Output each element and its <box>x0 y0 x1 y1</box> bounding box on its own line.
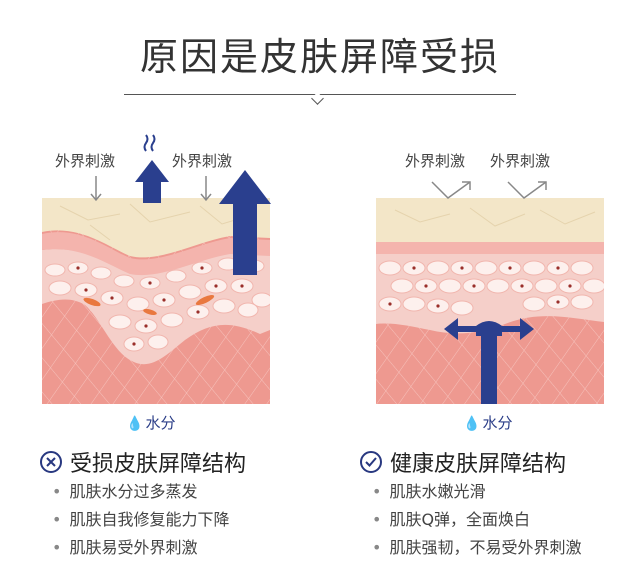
right-deflected-arrows <box>431 181 547 199</box>
left-stimulus-label-2: 外界刺激 <box>172 152 233 170</box>
left-stimulus-label-1: 外界刺激 <box>55 152 116 170</box>
list-item: 肌肤水分过多蒸发 <box>52 478 229 506</box>
evaporation-icon <box>143 134 156 152</box>
right-stimulus-label-2: 外界刺激 <box>490 152 551 170</box>
list-item: 肌肤自我修复能力下降 <box>52 506 229 534</box>
right-stimulus-label-1: 外界刺激 <box>405 152 466 170</box>
water-loss-arrows <box>135 160 271 275</box>
left-skin-block <box>42 198 270 404</box>
page-title: 原因是皮肤屏障受损 <box>139 35 500 79</box>
left-stimulus-arrows <box>90 176 212 202</box>
left-water-label: 💧水分 <box>126 414 176 432</box>
right-bullet-list: 肌肤水嫩光滑 肌肤Q弹，全面焕白 肌肤强韧，不易受外界刺激 <box>372 478 581 562</box>
right-water-label: 💧水分 <box>463 414 513 432</box>
water-retained-arrow <box>444 318 534 404</box>
list-item: 肌肤水嫩光滑 <box>372 478 581 506</box>
list-item: 肌肤强韧，不易受外界刺激 <box>372 534 581 562</box>
water-drop-icon: 💧 <box>463 416 481 432</box>
x-circle-icon <box>40 451 62 473</box>
right-structure-heading: 健康皮肤屏障结构 <box>360 446 566 478</box>
left-structure-heading: 受损皮肤屏障结构 <box>40 446 246 478</box>
water-drop-icon: 💧 <box>126 416 144 432</box>
list-item: 肌肤易受外界刺激 <box>52 534 229 562</box>
check-circle-icon <box>360 451 382 473</box>
left-bullet-list: 肌肤水分过多蒸发 肌肤自我修复能力下降 肌肤易受外界刺激 <box>52 478 229 562</box>
list-item: 肌肤Q弹，全面焕白 <box>372 506 581 534</box>
